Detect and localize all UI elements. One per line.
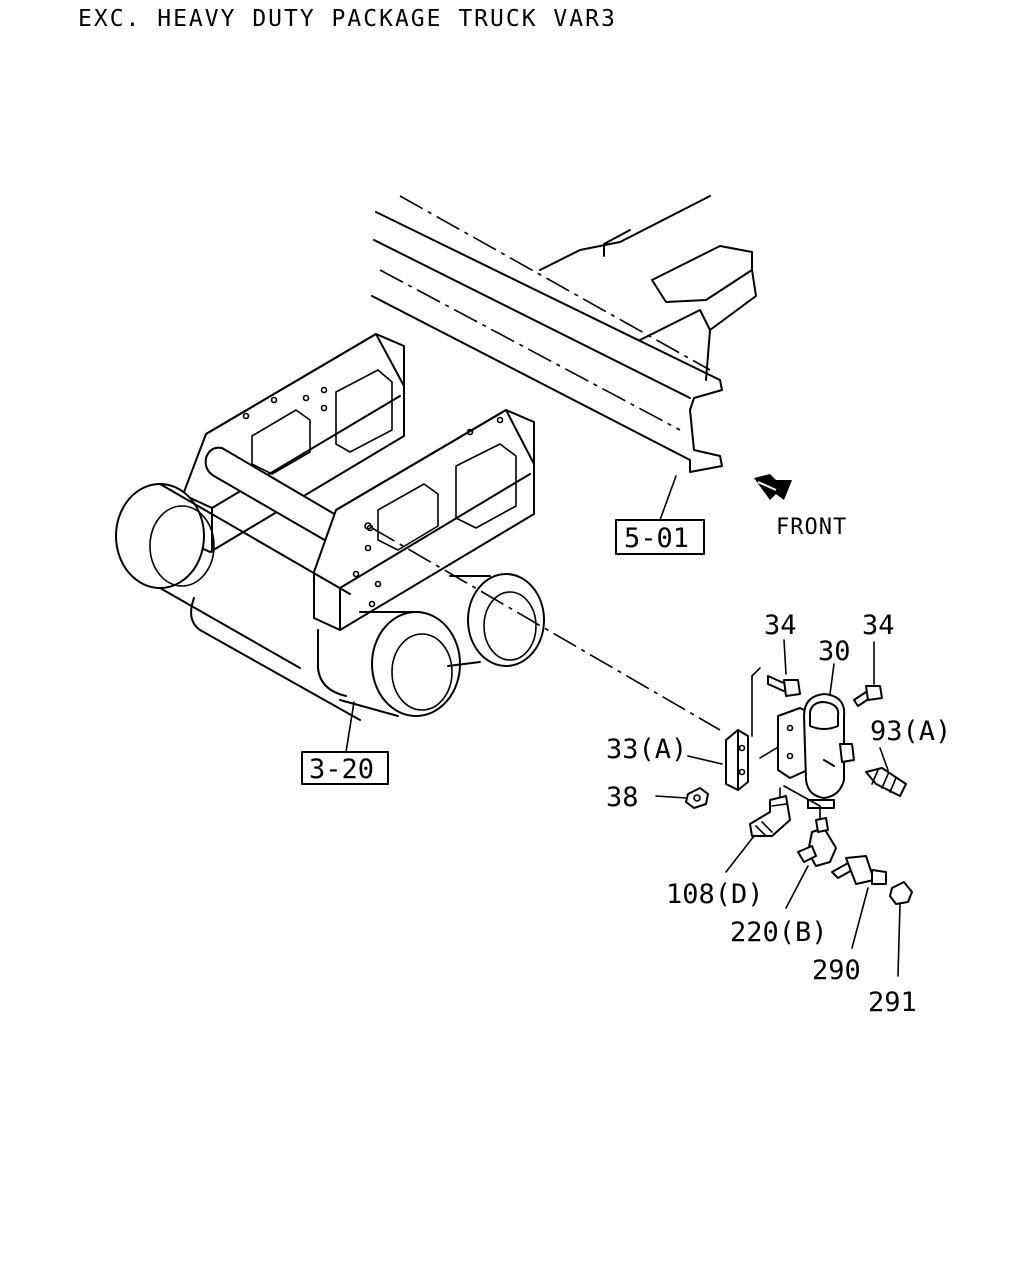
- front-arrow-icon: [754, 474, 792, 500]
- bolt-34-right: [853, 685, 883, 707]
- diagram-title: EXC. HEAVY DUTY PACKAGE TRUCK VAR3: [78, 6, 617, 32]
- callout-108: 108(D): [666, 879, 764, 910]
- nut-38: [685, 787, 709, 809]
- callout-290: 290: [812, 955, 861, 986]
- frame-rail: [371, 195, 757, 521]
- ref-frame-text: 5-01: [624, 523, 689, 554]
- tee-220: [797, 817, 837, 867]
- callout-93: 93(A): [870, 716, 951, 747]
- callout-220: 220(B): [730, 917, 828, 948]
- fitting-93: [865, 767, 907, 797]
- ref-box-brake-chamber: 3-20: [301, 751, 389, 785]
- callout-34-left: 34: [764, 610, 797, 641]
- valve-bracket: [725, 667, 781, 791]
- callout-30: 30: [818, 636, 851, 667]
- callout-34-right: 34: [862, 610, 895, 641]
- drain-cock-290: [831, 855, 887, 885]
- elbow-108: [749, 795, 791, 837]
- valve-body: [777, 693, 855, 809]
- front-label: FRONT: [776, 515, 847, 540]
- leader-lines: [655, 639, 901, 977]
- ref-brake-chamber-text: 3-20: [309, 754, 374, 785]
- brake-chamber-center: [339, 611, 461, 717]
- callout-291: 291: [868, 987, 917, 1018]
- brake-chamber-right: [447, 573, 545, 667]
- ref-box-frame: 5-01: [615, 519, 705, 555]
- callout-38: 38: [606, 782, 639, 813]
- bolt-34-left: [767, 675, 801, 697]
- callout-33: 33(A): [606, 734, 687, 765]
- brake-chamber-left: [115, 483, 361, 721]
- brake-bracket-right: [313, 409, 535, 631]
- cap-nut-291: [889, 881, 913, 905]
